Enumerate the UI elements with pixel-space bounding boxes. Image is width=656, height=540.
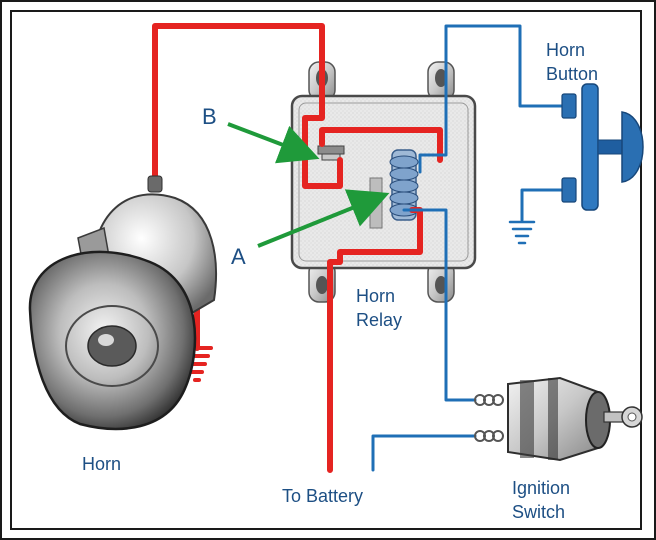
wire-horn-to-relay (152, 23, 343, 189)
horn-button-icon (561, 83, 644, 211)
wire-relay-internal (319, 127, 443, 163)
label-horn-button-line2: Button (546, 64, 598, 84)
label-horn-relay-line2: Relay (356, 310, 402, 330)
ignition-switch-icon (474, 376, 643, 462)
wire-horn-button-to-relay (418, 24, 567, 174)
arrow-a (257, 189, 390, 248)
label-to-battery: To Battery (282, 486, 363, 506)
label-ignition-switch-line1: Ignition (512, 478, 570, 498)
relay-mount-tab-tr (427, 61, 455, 101)
relay-housing (290, 94, 477, 270)
label-horn-relay-line1: Horn (356, 286, 395, 306)
labels: B A Horn Button Horn Relay Horn To Batte… (82, 40, 598, 522)
label-a: A (231, 244, 246, 269)
horn-icon (28, 175, 217, 431)
label-ignition-switch-line2: Switch (512, 502, 565, 522)
wire-ignition-output (371, 434, 477, 472)
label-horn: Horn (82, 454, 121, 474)
relay-armature-slot (369, 177, 383, 229)
wire-horn-button-ground (520, 188, 567, 222)
relay-coil (389, 149, 419, 221)
wire-relay-to-ignition (402, 208, 477, 402)
arrow-b (227, 122, 320, 164)
label-b: B (202, 104, 217, 129)
label-horn-button-line1: Horn (546, 40, 585, 60)
blue-wires (371, 24, 567, 472)
relay-contact-points (317, 145, 345, 155)
wire-to-battery (327, 207, 423, 473)
callout-arrows (227, 122, 390, 248)
button-ground-icon (508, 220, 536, 245)
